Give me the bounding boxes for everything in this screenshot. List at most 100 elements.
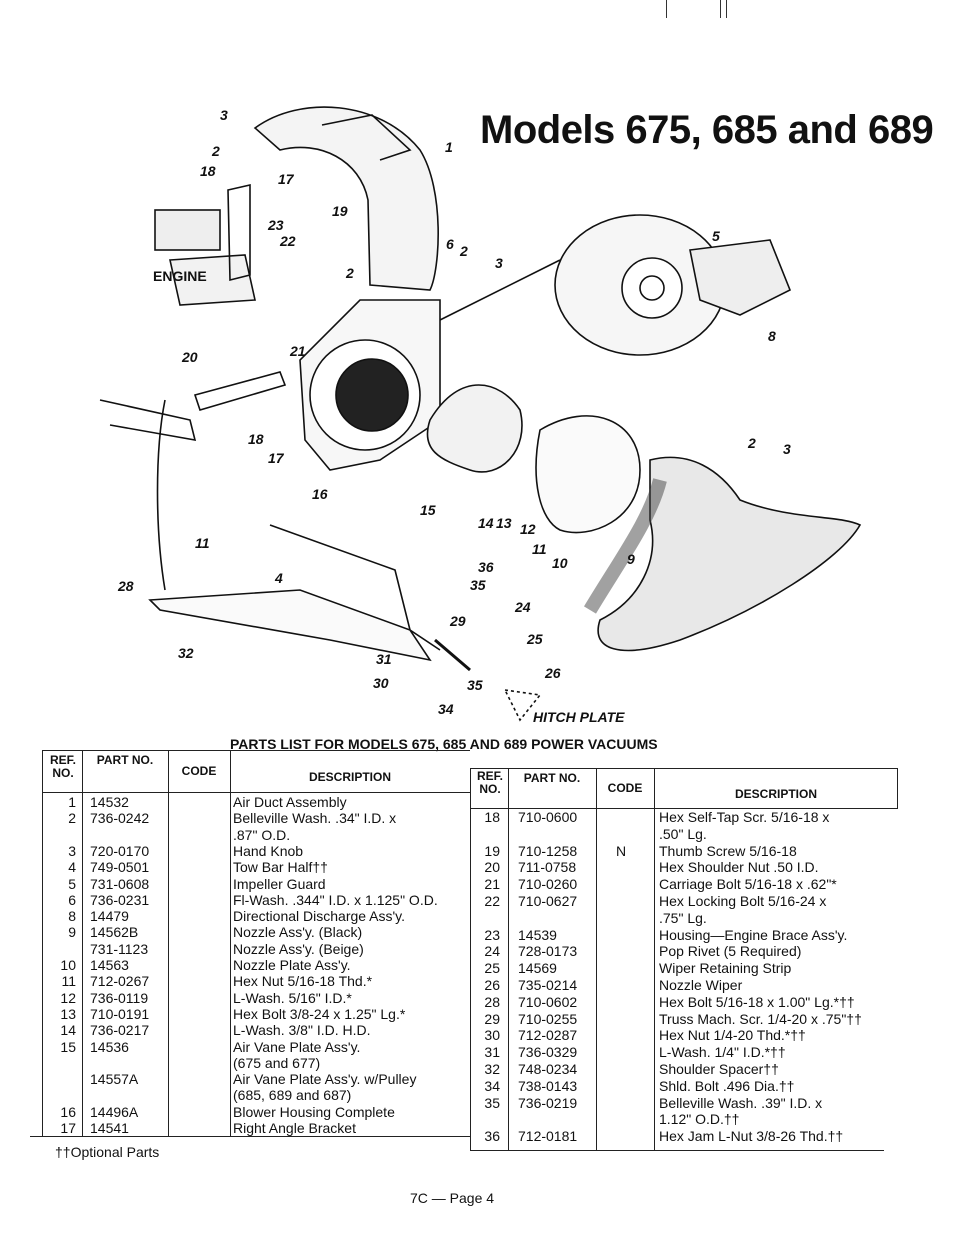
table-cell-part: 14563 (90, 957, 129, 973)
callout: 17 (278, 171, 295, 187)
table-cell-desc: Hex Locking Bolt 5/16-24 x (659, 893, 827, 909)
callout: 21 (289, 343, 306, 359)
callout: 1 (445, 139, 453, 155)
table-cell-desc: .87" O.D. (233, 827, 291, 843)
table-cell-desc: Nozzle Ass'y. (Black) (233, 924, 363, 940)
table-cell-ref: 31 (484, 1044, 500, 1060)
callout: 18 (248, 431, 264, 447)
table-cell-ref: 17 (60, 1120, 76, 1136)
callout: 5 (712, 228, 720, 244)
table-cell-ref: 23 (484, 927, 500, 943)
callout: 34 (438, 701, 454, 717)
callout: 32 (178, 645, 194, 661)
header-ref-no: REF. NO. (476, 769, 503, 796)
callout: 8 (768, 328, 776, 344)
callout: 3 (783, 441, 791, 457)
table-cell-desc: Nozzle Plate Ass'y. (233, 957, 351, 973)
table-cell-part: 710-0600 (518, 809, 578, 825)
table-cell-part: 14496A (90, 1104, 139, 1120)
table-cell-part: 738-0143 (518, 1078, 578, 1094)
table-cell-desc: .75" Lg. (659, 910, 707, 926)
table-cell-ref: 35 (484, 1095, 500, 1111)
exploded-parts-diagram: ENGINE HITCH PLATE 3 2 18 17 23 22 19 1 … (99, 106, 862, 725)
callout: 35 (467, 677, 483, 693)
table-border (654, 768, 655, 1150)
callout: 20 (181, 349, 198, 365)
callout: 3 (495, 255, 503, 271)
table-cell-desc: Shld. Bolt .496 Dia.†† (659, 1078, 795, 1094)
table-cell-ref: 9 (68, 924, 76, 940)
table-cell-part: 731-1123 (90, 941, 149, 957)
footnote: ††Optional Parts (55, 1144, 160, 1160)
table-border (42, 750, 470, 751)
callout: 2 (345, 265, 354, 281)
table-cell-ref: 11 (61, 973, 76, 989)
table-cell-desc: Air Duct Assembly (233, 794, 347, 810)
header-part-no: PART NO. (523, 771, 581, 785)
callout: 31 (376, 651, 392, 667)
table-border (470, 768, 898, 769)
table-cell-desc: 1.12" O.D.†† (659, 1111, 740, 1127)
table-cell-desc: Air Vane Plate Ass'y. (233, 1039, 361, 1055)
header-ref-no: REF. NO. (49, 753, 76, 780)
table-border (470, 808, 898, 809)
table-cell-desc: Thumb Screw 5/16-18 (659, 843, 797, 859)
table-cell-desc: Carriage Bolt 5/16-18 x .62"* (659, 876, 837, 892)
table-cell-ref: 28 (484, 994, 500, 1010)
callout: 4 (274, 570, 283, 586)
table-cell-part: 14479 (90, 908, 129, 924)
table-border (42, 792, 470, 793)
table-border (230, 750, 231, 1136)
callout: 30 (373, 675, 389, 691)
table-cell-ref: 3 (68, 843, 76, 859)
table-cell-desc: Fl-Wash. .344" I.D. x 1.125" O.D. (233, 892, 438, 908)
table-cell-part: 14557A (90, 1071, 139, 1087)
table-cell-part: 710-1258 (518, 843, 578, 859)
table-cell-desc: Shoulder Spacer†† (659, 1061, 779, 1077)
table-cell-part: 711-0758 (518, 859, 577, 875)
table-cell-desc: Housing—Engine Brace Ass'y. (659, 927, 848, 943)
callout: 28 (117, 578, 134, 594)
callout: 13 (496, 515, 512, 531)
header-part-no: PART NO. (96, 753, 154, 767)
table-cell-part: 710-0602 (518, 994, 578, 1010)
callout: 2 (459, 243, 468, 259)
table-cell-ref: 8 (68, 908, 76, 924)
table-border (168, 750, 169, 1136)
callout: 15 (420, 502, 436, 518)
table-cell-ref: 32 (484, 1061, 500, 1077)
table-cell-ref: 19 (484, 843, 500, 859)
table-cell-desc: L-Wash. 3/8" I.D. H.D. (233, 1022, 371, 1038)
table-cell-ref: 16 (60, 1104, 76, 1120)
table-cell-ref: 5 (68, 876, 76, 892)
table-cell-ref: 12 (60, 990, 76, 1006)
table-cell-part: 736-0219 (518, 1095, 578, 1111)
table-cell-ref: 10 (60, 957, 76, 973)
callout: 24 (514, 599, 531, 615)
table-cell-part: 736-0119 (90, 990, 149, 1006)
table-border (470, 768, 471, 1150)
table-cell-ref: 30 (484, 1027, 500, 1043)
table-cell-desc: Hex Self-Tap Scr. 5/16-18 x (659, 809, 830, 825)
table-cell-part: 710-0191 (90, 1006, 150, 1022)
table-cell-ref: 36 (484, 1128, 500, 1144)
callout: 22 (279, 233, 296, 249)
table-cell-desc: Right Angle Bracket (233, 1120, 356, 1136)
table-cell-ref: 4 (68, 859, 76, 875)
table-cell-desc: Hand Knob (233, 843, 304, 859)
table-cell-desc: Truss Mach. Scr. 1/4-20 x .75"†† (659, 1011, 862, 1027)
callout: 6 (446, 236, 454, 252)
table-cell-part: 710-0255 (518, 1011, 578, 1027)
table-cell-desc: Hex Shoulder Nut .50 I.D. (659, 859, 819, 875)
header-code: CODE (607, 781, 643, 795)
table-cell-desc: Hex Nut 5/16-18 Thd.* (233, 973, 373, 989)
table-border (82, 750, 83, 1136)
table-cell-desc: (675 and 677) (233, 1055, 321, 1071)
table-border (42, 750, 43, 1136)
table-cell-desc: Blower Housing Complete (233, 1104, 395, 1120)
table-cell-desc: Pop Rivet (5 Required) (659, 943, 802, 959)
table-cell-code: N (616, 843, 627, 859)
table-cell-desc: L-Wash. 1/4" I.D.*†† (659, 1044, 786, 1060)
table-cell-ref: 25 (484, 960, 500, 976)
table-cell-desc: Nozzle Wiper (659, 977, 743, 993)
